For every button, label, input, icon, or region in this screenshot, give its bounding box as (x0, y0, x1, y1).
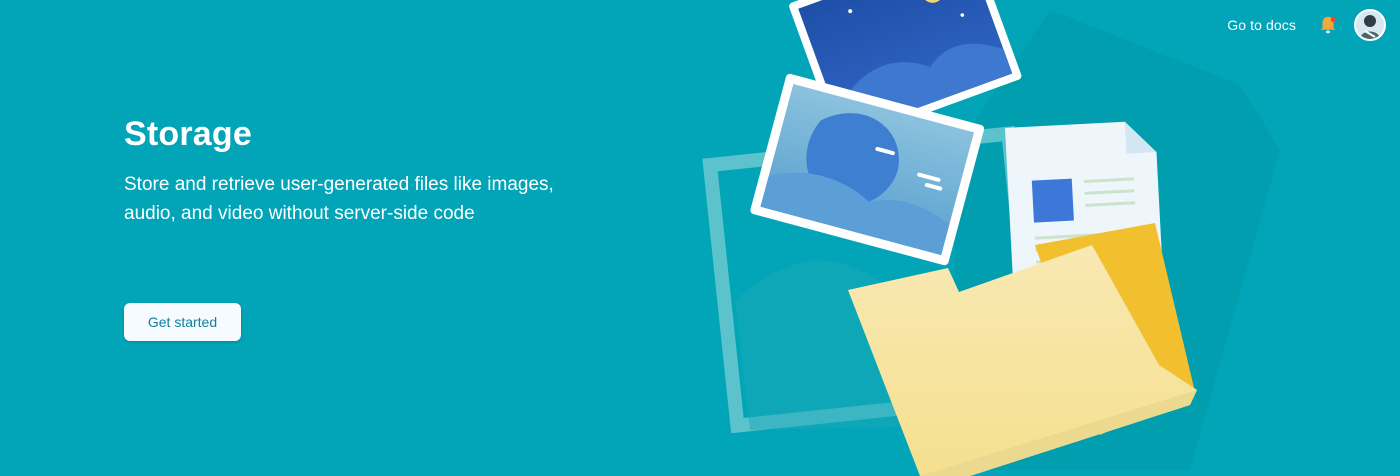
folder-icon (848, 223, 1197, 476)
get-started-button[interactable]: Get started (124, 303, 241, 341)
top-bar: Go to docs (1227, 9, 1386, 41)
storage-illustration (702, 0, 1280, 476)
avatar-image (1356, 11, 1384, 39)
notification-bell-icon[interactable] (1316, 13, 1340, 37)
mountain-photo (750, 73, 985, 266)
page-subtitle: Store and retrieve user-generated files … (124, 174, 554, 224)
go-to-docs-link[interactable]: Go to docs (1227, 17, 1296, 33)
user-avatar-icon[interactable] (1354, 9, 1386, 41)
bell-icon (1320, 16, 1337, 34)
page-title: Storage (124, 115, 252, 153)
hero-copy: Storage Store and retrieve user-generate… (124, 112, 564, 228)
